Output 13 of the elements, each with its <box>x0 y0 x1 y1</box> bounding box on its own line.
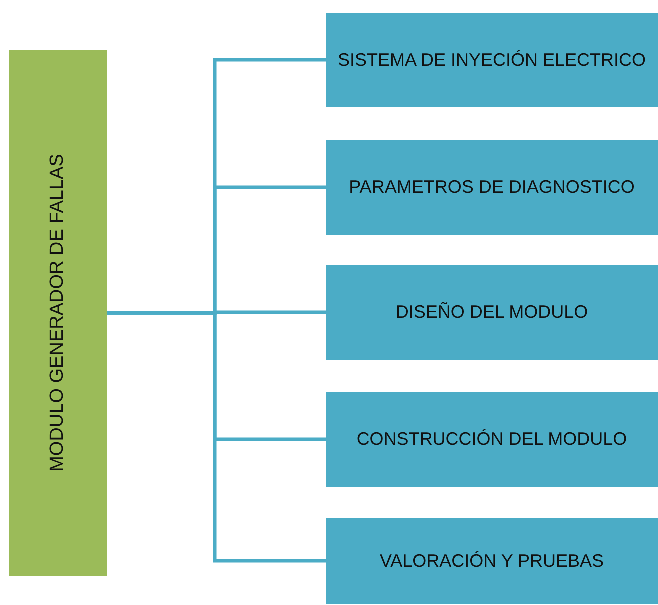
node-label: PARAMETROS DE DIAGNOSTICO <box>348 176 636 200</box>
node-label: VALORACIÓN Y PRUEBAS <box>378 550 606 573</box>
node-label: CONSTRUCCIÓN DEL MODULO <box>356 428 628 452</box>
topic-box <box>326 392 658 487</box>
node-label: DISEÑO DEL MODULO <box>394 301 590 324</box>
topic-box <box>326 140 658 235</box>
title-bar <box>9 50 107 576</box>
topic-box <box>326 265 658 360</box>
connector-line <box>107 311 326 563</box>
node-label: SISTEMA DE INYECIÓN ELECTRICO <box>336 48 648 72</box>
topic-box <box>326 13 658 107</box>
topic-box <box>326 518 658 604</box>
node-label: MODULO GENERADOR DE FALLAS <box>47 154 69 472</box>
